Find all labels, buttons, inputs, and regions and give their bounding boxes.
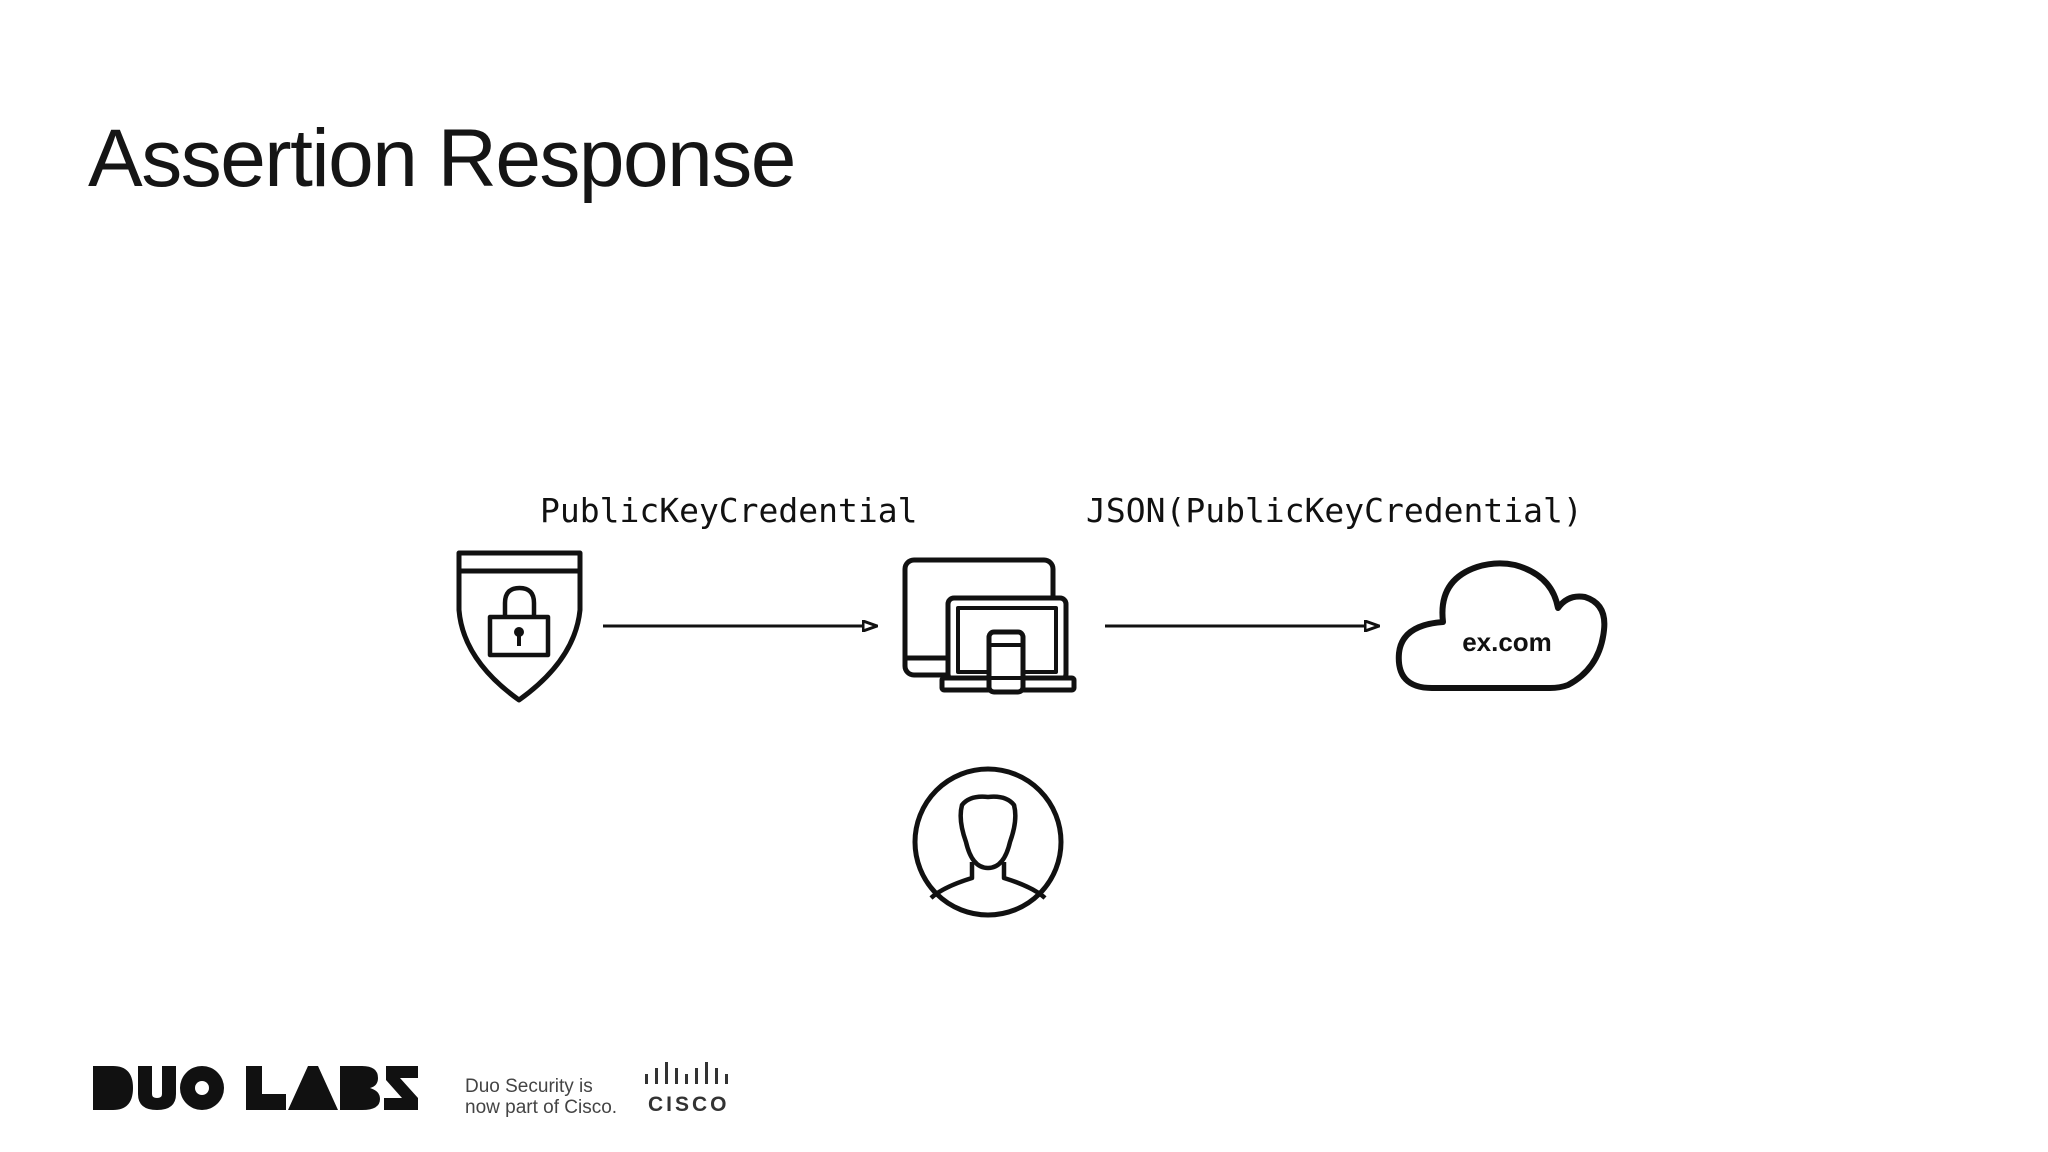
user-icon	[912, 766, 1064, 918]
cisco-wordmark: CISCO	[648, 1093, 730, 1116]
slide-title: Assertion Response	[88, 113, 796, 204]
footer-tagline: Duo Security is now part of Cisco.	[465, 1076, 617, 1118]
duo-labs-logo	[93, 1066, 418, 1110]
tagline-line-1: Duo Security is	[465, 1076, 593, 1097]
edge-label-json-credential: JSON(PublicKeyCredential)	[1086, 491, 1583, 530]
cisco-bars-logo	[645, 1062, 728, 1084]
tagline-line-2: now part of Cisco.	[465, 1097, 618, 1118]
edge-label-public-key-credential: PublicKeyCredential	[540, 491, 918, 530]
devices-icon	[902, 557, 1077, 695]
authenticator-icon	[456, 550, 583, 703]
cloud-icon	[1395, 560, 1608, 691]
cloud-label: ex.com	[1462, 627, 1552, 657]
